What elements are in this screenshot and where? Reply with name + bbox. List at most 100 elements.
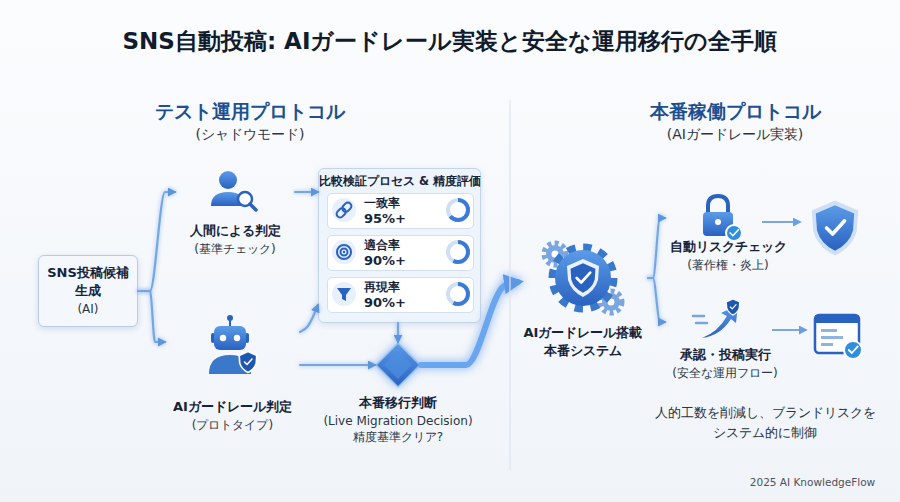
shield-icon (812, 200, 858, 255)
node-title: 人間による判定 (175, 222, 295, 240)
gear-icon (571, 263, 596, 293)
section-divider (509, 100, 510, 470)
node-title: 比較検証プロセス & 精度評価 (319, 174, 480, 189)
node-title: 再現率 (364, 280, 473, 295)
node-subtitle: 精度基準クリア? (353, 428, 443, 446)
person-icon (211, 192, 245, 206)
gear-icon (553, 248, 613, 308)
metric-row: 一致率95%+ (327, 193, 474, 229)
flow-arrow (300, 305, 318, 332)
browser-icon (815, 315, 862, 359)
decision-diamond: 本番移行判断(Live Migration Decision)精度基準クリア? (375, 342, 421, 388)
metric-row: 再現率90%+ (327, 277, 474, 313)
section-subheading: (AIガードレール実装) (595, 126, 875, 144)
node-subtitle: (基準チェック) (175, 240, 295, 258)
leader-arrow (762, 221, 800, 223)
metric-icon (335, 207, 347, 219)
metric-icon (337, 288, 351, 301)
gear-icon (544, 243, 622, 313)
shield-icon (816, 205, 854, 251)
robot-icon (211, 333, 215, 343)
section-heading: 本番稼働プロトコル (595, 99, 875, 125)
browser-icon (821, 336, 843, 339)
node-title: 本番移行判断 (359, 394, 437, 412)
metric-icon (332, 198, 356, 306)
node-title: AIガードレール判定 (165, 398, 300, 416)
browser-icon (821, 329, 837, 332)
node-subtitle: 90%+ (364, 253, 473, 269)
donut-gauge (448, 284, 468, 304)
donut-gauge (448, 200, 468, 220)
summary-note: 人的工数を削減し、ブランドリスクを システム的に制御 (650, 403, 880, 443)
approve-icon (726, 299, 739, 315)
action-node: 承認・投稿実行(安全な運用フロー) (665, 296, 785, 386)
actor-node: 人間による判定(基準チェック) (175, 168, 295, 260)
lock-icon (715, 219, 721, 225)
browser-icon (844, 341, 862, 359)
metric-row: 適合率90%+ (327, 235, 474, 271)
diagram-title: SNS自動投稿: AIガードレール実装と安全な運用移行の全手順 (0, 26, 900, 57)
robot-icon (229, 320, 231, 326)
robot-icon (234, 335, 240, 341)
metric-icon (337, 245, 351, 259)
lock-icon (730, 230, 738, 236)
node-title: AIガードレール搭載 本番システム (518, 324, 648, 360)
node-title: 自動リスクチェック (665, 238, 791, 256)
panel-box: 比較検証プロセス & 精度評価一致率95%+適合率90%+再現率90%+ (318, 168, 481, 323)
node-subtitle: (AI) (77, 300, 98, 318)
metric-icon (341, 201, 353, 213)
browser-icon (815, 315, 859, 323)
diamond-shape (384, 351, 412, 379)
flow-arrow (397, 323, 399, 342)
node-title: 承認・投稿実行 (665, 346, 785, 364)
node-subtitle: (プロトタイプ) (165, 416, 300, 434)
metric-icon (335, 201, 353, 219)
approve-icon (693, 315, 704, 318)
person-icon (238, 192, 252, 206)
gear-icon (600, 291, 622, 313)
browser-icon (815, 315, 859, 353)
node-title: 一致率 (364, 196, 473, 211)
approve-icon (702, 305, 738, 338)
flow-arrow (648, 278, 665, 322)
gear-icon (555, 250, 611, 306)
flow-arrow (138, 291, 165, 342)
robot-icon (245, 359, 253, 365)
gear-icon (608, 299, 615, 306)
metric-icon (341, 249, 348, 256)
node-subtitle: 90%+ (364, 295, 473, 311)
flow-arrow (300, 364, 375, 366)
section-subheading: (シャドウモード) (110, 126, 390, 144)
browser-icon (821, 343, 833, 346)
lock-icon (703, 212, 733, 236)
gear-icon (577, 273, 591, 283)
node-subtitle: (Live Migration Decision) (323, 412, 472, 430)
robot-icon (239, 352, 257, 373)
node-title: SNS投稿候補 生成 (43, 264, 133, 300)
gear-icon (602, 293, 620, 311)
donut-gauge (448, 284, 468, 304)
system-node: AIガードレール搭載 本番システム (518, 238, 648, 360)
section-heading: テスト運用プロトコル (110, 99, 390, 125)
gear-icon (552, 251, 559, 258)
lock-icon (708, 196, 728, 214)
node-subtitle: (著作権・炎上) (665, 256, 791, 274)
robot-icon (227, 315, 233, 321)
donut-gauge (448, 200, 468, 220)
shield-icon (812, 200, 858, 255)
flow-arrow (421, 282, 518, 365)
diamond-shape (376, 343, 420, 387)
metric-icon (332, 282, 356, 306)
donut-gauge (448, 242, 468, 262)
shield-icon (827, 221, 845, 234)
watermark: 2025 AI KnowledgeFlow (740, 476, 885, 488)
process-box: SNS投稿候補 生成(AI) (38, 255, 138, 327)
lock-icon (703, 196, 742, 241)
gear-icon (546, 245, 564, 263)
node-title: 適合率 (364, 238, 473, 253)
gear-icon (544, 243, 566, 265)
robot-icon (220, 335, 226, 341)
robot-icon (209, 355, 251, 374)
approve-icon (693, 299, 740, 338)
